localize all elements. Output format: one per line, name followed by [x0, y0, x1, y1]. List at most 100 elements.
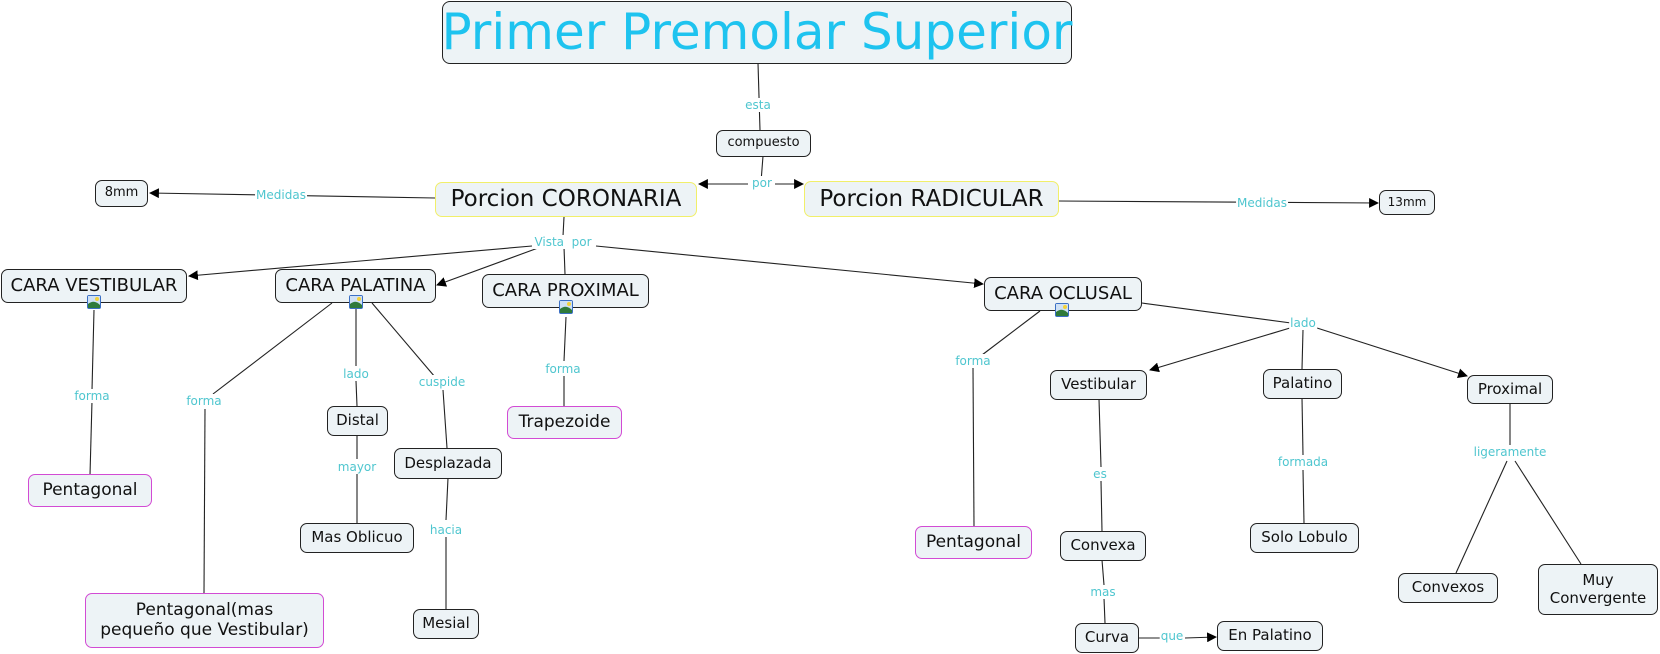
edge-convexa-mas [1101, 559, 1105, 586]
node-desplazada[interactable]: Desplazada [394, 448, 502, 479]
node-convexa-text: Convexa [1070, 536, 1136, 555]
main-concept-title-text: Primer Premolar Superior [441, 2, 1073, 61]
edge-palatino-formada [1301, 397, 1304, 456]
edge-radicular-medidas [1057, 197, 1379, 208]
edge-cocl-lado [1141, 302, 1292, 324]
edge-formada-sololobulo [1302, 469, 1305, 524]
edge-es-convexa [1100, 480, 1103, 532]
node-vestibular[interactable]: Vestibular [1050, 370, 1147, 400]
link-label-medidas-left[interactable]: Medidas [255, 188, 307, 202]
node-palatino[interactable]: Palatino [1263, 369, 1342, 399]
edge-vestibular-es [1098, 398, 1102, 468]
node-8mm-text: 8mm [104, 185, 139, 201]
node-pentagonal-oclusal-text: Pentagonal [925, 531, 1022, 552]
link-label-por[interactable]: por [751, 176, 773, 190]
node-convexa[interactable]: Convexa [1060, 531, 1146, 561]
image-attachment-icon[interactable] [87, 295, 101, 309]
node-13mm[interactable]: 13mm [1379, 190, 1435, 215]
edge-cprox-forma [563, 316, 567, 362]
link-label-lado-oclusal[interactable]: lado [1289, 316, 1317, 330]
link-label-hacia[interactable]: hacia [428, 523, 464, 537]
node-en-palatino[interactable]: En Palatino [1217, 621, 1323, 651]
link-label-ligeramente[interactable]: ligeramente [1472, 445, 1548, 459]
link-label-forma-vestibular[interactable]: forma [73, 389, 111, 403]
node-porcion-coronaria-text: Porcion CORONARIA [450, 186, 682, 213]
node-proximal-text: Proximal [1477, 379, 1543, 398]
link-label-vista-por[interactable]: Vista por [533, 235, 593, 249]
edge-lado-palatino [1301, 329, 1304, 370]
node-palatino-text: Palatino [1272, 374, 1333, 393]
edge-vista-proximal [563, 246, 566, 275]
main-concept-title[interactable]: Primer Premolar Superior [442, 1, 1072, 64]
node-porcion-radicular-text: Porcion RADICULAR [819, 185, 1044, 212]
edge-forma-pentpal [203, 408, 206, 594]
edge-lado-distal [355, 380, 358, 407]
edge-ligeramente-convexos [1455, 460, 1508, 574]
node-mesial-text: Mesial [422, 614, 470, 633]
node-cara-proximal-text: CARA PROXIMAL [492, 279, 639, 301]
link-label-esta[interactable]: esta [744, 98, 772, 112]
edge-lado-vestibular [1149, 327, 1291, 373]
node-desplazada-text: Desplazada [404, 453, 492, 472]
link-label-forma-oclusal[interactable]: forma [954, 354, 992, 368]
node-muy-convergente[interactable]: Muy Convergente [1538, 564, 1658, 615]
edge-ligeramente-muyconv [1514, 460, 1582, 565]
node-mesial[interactable]: Mesial [413, 609, 479, 639]
node-proximal[interactable]: Proximal [1467, 375, 1553, 404]
link-label-lado-palatina[interactable]: lado [342, 367, 370, 381]
node-porcion-radicular[interactable]: Porcion RADICULAR [804, 181, 1059, 217]
node-solo-lobulo-text: Solo Lobulo [1261, 528, 1348, 547]
edge-forma-pentvest [89, 400, 93, 476]
node-en-palatino-text: En Palatino [1228, 626, 1312, 645]
link-label-mayor[interactable]: mayor [336, 460, 378, 474]
node-convexos-text: Convexos [1411, 578, 1485, 597]
node-curva[interactable]: Curva [1075, 623, 1139, 653]
link-label-cuspide[interactable]: cuspide [417, 375, 467, 389]
link-label-es[interactable]: es [1092, 467, 1108, 481]
edge-vista-palatina [436, 247, 539, 287]
link-label-forma-palatina[interactable]: forma [185, 394, 223, 408]
node-curva-text: Curva [1084, 628, 1130, 647]
node-cara-palatina-text: CARA PALATINA [285, 274, 426, 296]
edge-mas-curva [1103, 597, 1106, 624]
image-attachment-icon[interactable] [1055, 303, 1069, 317]
node-convexos[interactable]: Convexos [1398, 573, 1498, 603]
node-muy-convergente-line1: Muy [1582, 571, 1614, 590]
node-pentagonal-palatina[interactable]: Pentagonal(mas pequeño que Vestibular) [85, 593, 324, 648]
node-distal-text: Distal [336, 411, 379, 430]
image-attachment-icon[interactable] [349, 295, 363, 309]
link-label-medidas-right[interactable]: Medidas [1236, 196, 1288, 210]
edge-forma-pentocl [972, 367, 975, 527]
node-trapezoide[interactable]: Trapezoide [507, 406, 622, 439]
link-label-forma-proximal[interactable]: forma [544, 362, 582, 376]
edge-cocl-forma [981, 310, 1041, 356]
link-label-que[interactable]: que [1159, 629, 1185, 643]
edge-vista-oclusal [595, 245, 984, 289]
link-label-formada[interactable]: formada [1276, 455, 1330, 469]
node-13mm-text: 13mm [1387, 194, 1427, 209]
node-porcion-coronaria[interactable]: Porcion CORONARIA [435, 182, 697, 217]
node-8mm[interactable]: 8mm [95, 180, 148, 207]
edge-que-enpalatino [1184, 632, 1217, 643]
node-pentagonal-vestibular[interactable]: Pentagonal [28, 474, 152, 507]
node-cara-vestibular-text: CARA VESTIBULAR [10, 274, 178, 296]
node-vestibular-text: Vestibular [1061, 375, 1136, 394]
node-compuesto-text: compuesto [727, 135, 800, 151]
node-distal[interactable]: Distal [327, 406, 388, 436]
node-compuesto[interactable]: compuesto [716, 130, 811, 157]
node-cara-oclusal-text: CARA OCLUSAL [994, 282, 1132, 304]
node-solo-lobulo[interactable]: Solo Lobulo [1250, 523, 1359, 553]
link-label-mas[interactable]: mas [1089, 585, 1117, 599]
edge-vista-vestibular [188, 245, 533, 281]
edge-desplazada-hacia [445, 477, 449, 521]
node-trapezoide-text: Trapezoide [518, 411, 611, 432]
edge-cuspide-desplazada [442, 389, 448, 449]
node-muy-convergente-line2: Convergente [1549, 588, 1647, 607]
edge-title-esta [757, 62, 761, 131]
node-mas-oblicuo[interactable]: Mas Oblicuo [300, 523, 414, 553]
node-pentagonal-oclusal[interactable]: Pentagonal [915, 526, 1032, 559]
image-attachment-icon[interactable] [559, 300, 573, 314]
node-pentagonal-vestibular-text: Pentagonal [42, 479, 138, 500]
node-mas-oblicuo-text: Mas Oblicuo [311, 528, 403, 547]
